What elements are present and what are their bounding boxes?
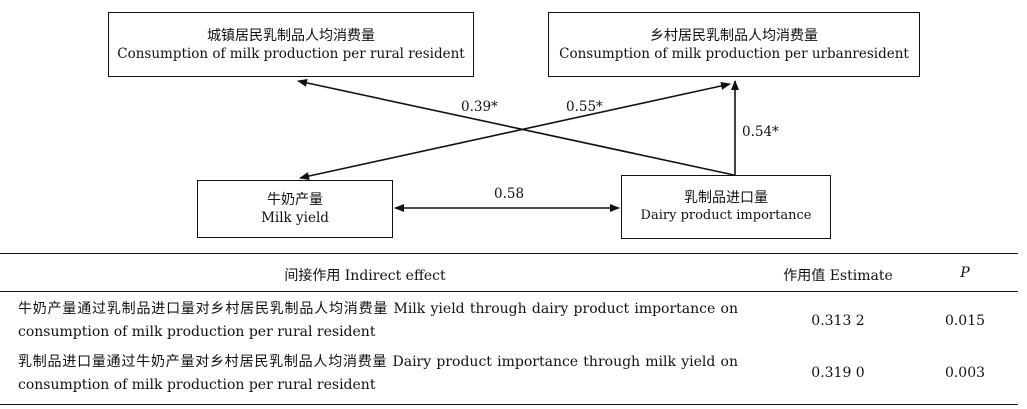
path-diagram: 城镇居民乳制品人均消费量 Consumption of milk product… (108, 12, 920, 239)
arrow-dairy-to-urban (297, 78, 735, 176)
node-milk-yield: 牛奶产量 Milk yield (197, 180, 393, 238)
row2-p-value: 0.003 (944, 365, 986, 381)
node-urban-consumption: 城镇居民乳制品人均消费量 Consumption of milk product… (108, 12, 474, 77)
node-milk-en: Milk yield (261, 210, 329, 226)
header-estimate: 作用值 Estimate (783, 268, 893, 284)
table-header-rule (0, 291, 1018, 292)
header-indirect-effect: 间接作用 Indirect effect (284, 268, 446, 284)
node-dairy-import: 乳制品进口量 Dairy product importance (621, 175, 831, 239)
path-arrows (297, 78, 739, 212)
arrow-milk-to-rural (299, 82, 731, 180)
node-urban-zh: 城镇居民乳制品人均消费量 (207, 27, 375, 44)
node-dairy-en: Dairy product importance (640, 208, 812, 223)
node-rural-en: Consumption of milk production per urban… (559, 45, 909, 62)
coef-dairy-to-urban: 0.39* (461, 99, 498, 115)
table-bottom-rule (0, 404, 1018, 405)
coef-milk-to-rural: 0.55* (566, 99, 603, 115)
node-urban-en: Consumption of milk production per rural… (117, 45, 465, 62)
row2-effect: 乳制品进口量通过牛奶产量对乡村居民乳制品人均消费量 Dairy product … (18, 354, 738, 393)
coef-milk-dairy: 0.58 (494, 186, 525, 202)
header-p-value: P (960, 265, 970, 281)
node-rural-consumption: 乡村居民乳制品人均消费量 Consumption of milk product… (548, 12, 920, 77)
node-milk-zh: 牛奶产量 (267, 192, 323, 208)
row1-effect: 牛奶产量通过乳制品进口量对乡村居民乳制品人均消费量 Milk yield thr… (18, 301, 738, 340)
node-rural-zh: 乡村居民乳制品人均消费量 (650, 27, 818, 44)
node-dairy-zh: 乳制品进口量 (684, 190, 768, 206)
row1-p-value: 0.015 (944, 313, 986, 329)
table-top-rule (0, 253, 1018, 254)
coef-dairy-to-rural: 0.54* (742, 124, 779, 140)
row1-estimate: 0.313 2 (811, 313, 865, 329)
row2-estimate: 0.319 0 (811, 365, 865, 381)
